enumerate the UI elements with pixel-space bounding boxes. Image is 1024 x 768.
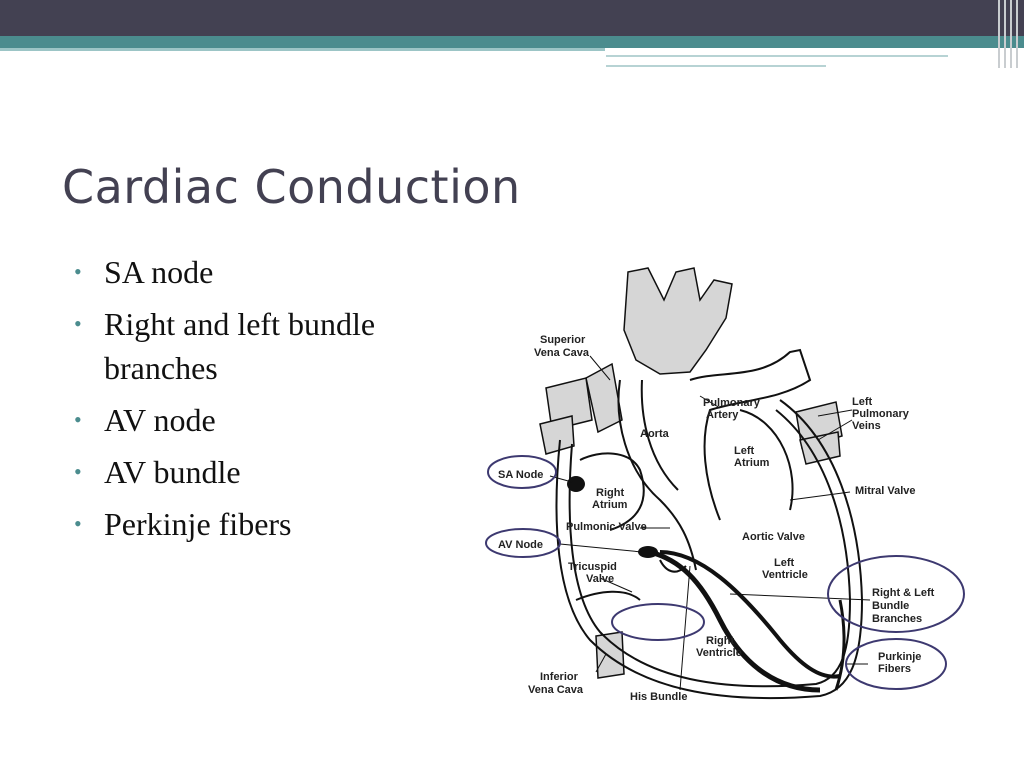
bullet-icon: •: [74, 511, 82, 536]
vessel-left-lower: [539, 415, 575, 455]
bullet-icon: •: [74, 459, 82, 484]
septum-left: [617, 379, 697, 571]
bullet-icon: •: [74, 259, 82, 284]
conduction-pathways: [649, 549, 846, 693]
left-atrium-wall: [739, 409, 794, 511]
circle-purkinje-fibers: [845, 638, 947, 690]
vessel-left: [545, 377, 593, 431]
aorta-wall: [640, 379, 679, 491]
bullet-icon: •: [74, 407, 82, 432]
inferior-vena-cava: [595, 631, 625, 679]
header-dark-band: [0, 0, 1024, 36]
bullet-text: AV bundle: [104, 454, 241, 490]
bullet-item: • Perkinje fibers: [74, 502, 434, 546]
superior-vena-cava: [585, 362, 623, 434]
bullet-text: Perkinje fibers: [104, 506, 292, 542]
label-pulmonic-valve: Pulmonic Valve: [566, 521, 647, 533]
bullet-text: SA node: [104, 254, 214, 290]
bullet-icon: •: [74, 311, 82, 336]
circle-av-node: [485, 528, 561, 558]
label-his-bundle: His Bundle: [630, 691, 687, 703]
circle-his-bundle: [611, 603, 705, 641]
header-tab-strip: [606, 48, 1001, 68]
header-tab-line: [606, 65, 826, 67]
label-mitral-valve: Mitral Valve: [855, 485, 916, 497]
left-bundle-branch: [659, 550, 841, 679]
right-bundle-branch: [649, 549, 821, 693]
bullet-text: Right and left bundle branches: [104, 306, 376, 386]
pulmonary-artery: [689, 348, 812, 521]
pointer-lines: [549, 355, 871, 691]
bullet-item: • Right and left bundle branches: [74, 302, 434, 390]
av-node-mark: [638, 546, 658, 558]
bullet-text: AV node: [104, 402, 216, 438]
right-atrium-wall: [579, 452, 645, 531]
header-teal-light: [0, 48, 605, 51]
bullet-item: • SA node: [74, 250, 434, 294]
header-edge-stripes: [994, 0, 1024, 68]
label-aortic-valve: Aortic Valve: [742, 531, 805, 543]
circle-sa-node: [487, 455, 557, 489]
aortic-arch: [623, 267, 733, 375]
bullet-item: • AV node: [74, 398, 434, 442]
bullet-item: • AV bundle: [74, 450, 434, 494]
highlight-circles: [485, 455, 965, 690]
header-teal-band: [0, 36, 1024, 48]
great-vessels: [539, 267, 843, 679]
left-pulmonary-veins-lower: [799, 431, 841, 465]
sa-node-mark: [567, 476, 585, 492]
circle-bundle-branches: [827, 555, 965, 633]
header-tab-line: [606, 55, 948, 57]
label-sa-node: SA Node: [498, 469, 543, 481]
tricuspid-valve-shape: [575, 590, 641, 601]
heart-outer-wall: [555, 399, 864, 700]
label-av-node: AV Node: [498, 539, 543, 551]
slide-title: Cardiac Conduction: [62, 160, 521, 214]
bullet-list: • SA node • Right and left bundle branches…: [74, 250, 434, 554]
purkinje-fibers-path: [834, 599, 846, 691]
label-aorta: Aorta: [640, 428, 670, 440]
